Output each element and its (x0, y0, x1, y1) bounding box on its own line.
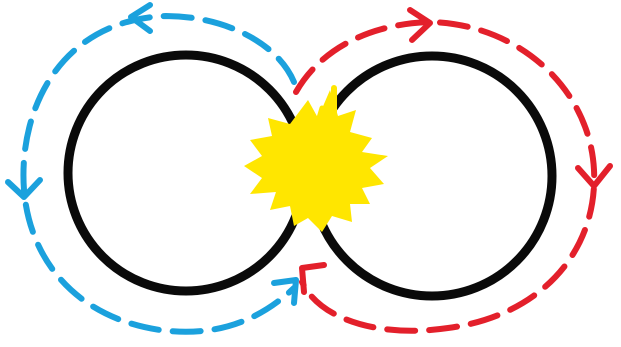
junction-burst-core (268, 118, 364, 214)
right-flow-arrowhead-bottom (302, 265, 324, 292)
junction-burst (244, 88, 388, 232)
